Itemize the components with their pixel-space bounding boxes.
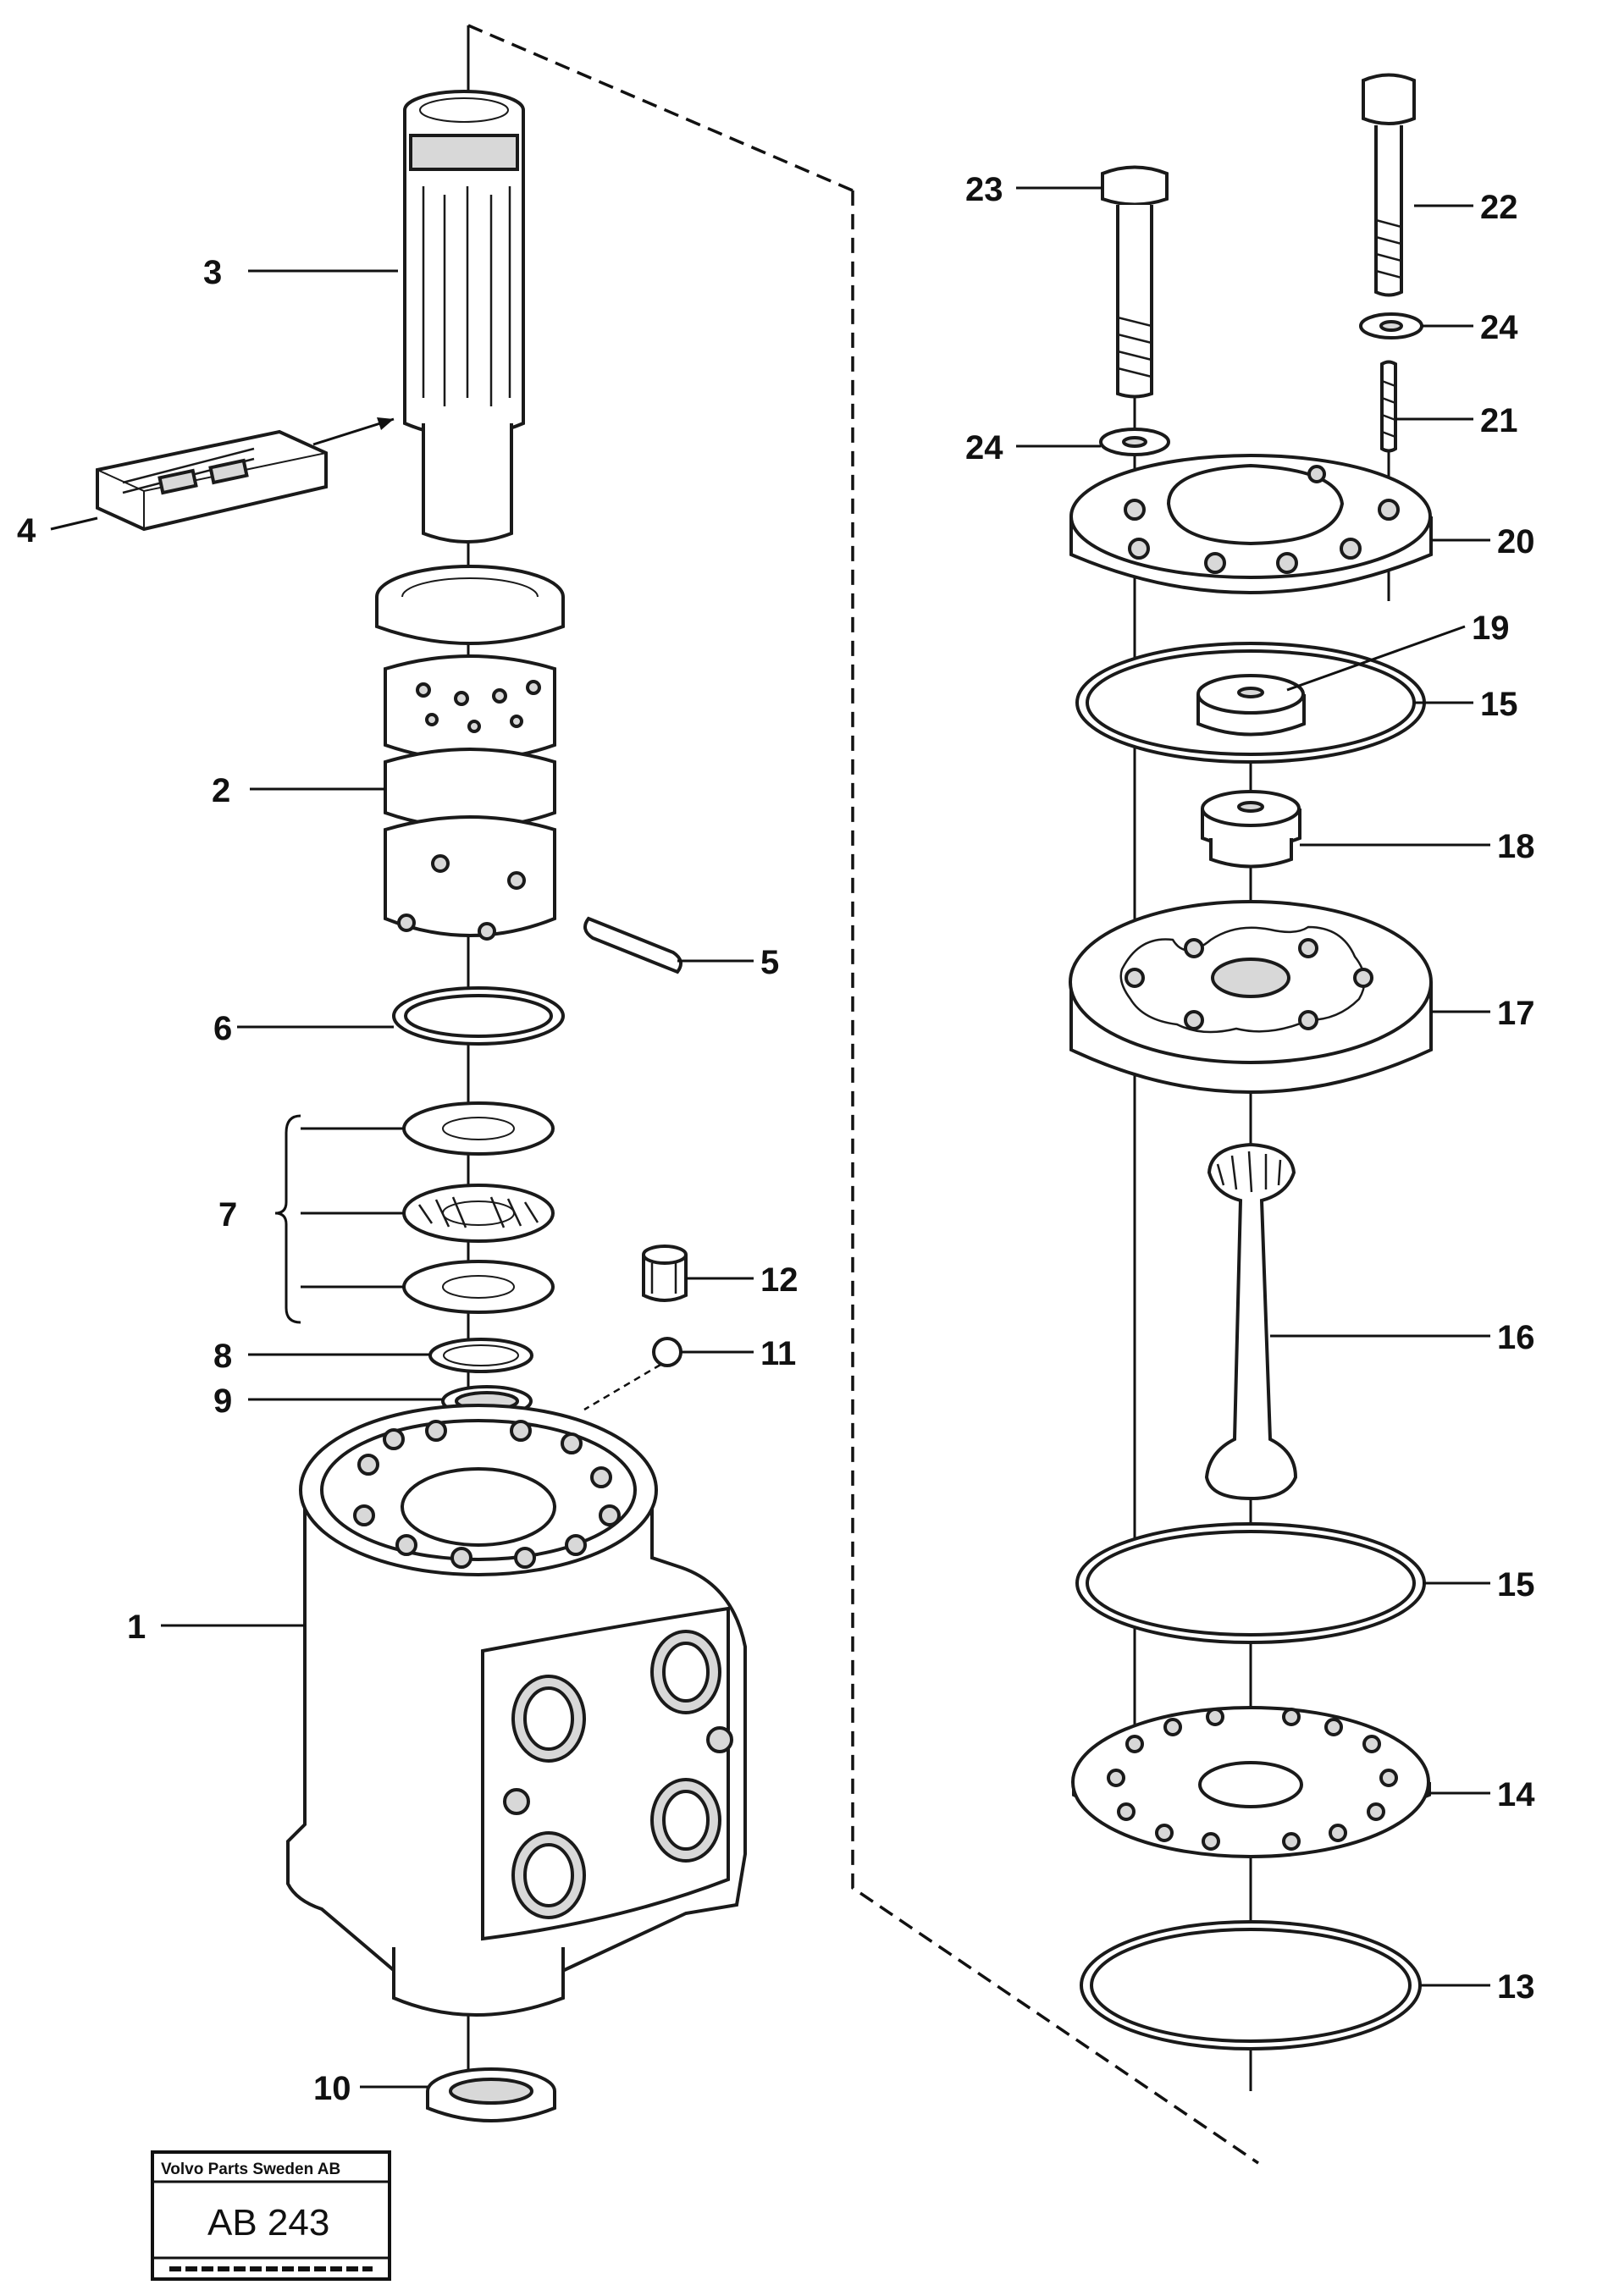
callout-19: 19: [1472, 610, 1510, 647]
part-18-bushing: [1201, 790, 1301, 869]
callout-1: 1: [127, 1609, 146, 1646]
callout-4: 4: [17, 512, 36, 549]
callout-11: 11: [760, 1335, 796, 1372]
part-3-spool: [403, 90, 525, 544]
assembly-dashed-line: [467, 24, 1259, 2165]
leader-lines: [50, 186, 1490, 2089]
part-21-stud: [1380, 360, 1397, 453]
part-8-ring: [428, 1338, 533, 1373]
callout-14: 14: [1497, 1776, 1535, 1813]
callout-15-lower: 15: [1497, 1566, 1535, 1603]
part-4-spring-pack: [96, 417, 395, 532]
callout-12: 12: [760, 1261, 798, 1299]
part-12-plug: [642, 1245, 688, 1302]
stamp-code: AB 243: [207, 2202, 329, 2244]
callout-6: 6: [213, 1010, 232, 1047]
callout-7: 7: [218, 1196, 237, 1234]
part-6-ring: [392, 986, 565, 1046]
part-15-oring-lower: [1075, 1522, 1426, 1644]
callout-13: 13: [1497, 1968, 1535, 2006]
callout-17: 17: [1497, 995, 1535, 1032]
part-1-body: [286, 1404, 747, 2017]
callout-8: 8: [213, 1338, 232, 1375]
part-23-bolt: [1101, 165, 1169, 399]
callout-16: 16: [1497, 1319, 1535, 1356]
part-24-washer-left: [1099, 428, 1170, 456]
part-2-sleeve: [375, 565, 565, 941]
callout-2: 2: [212, 772, 230, 809]
part-10-seal: [426, 2067, 556, 2122]
part-16-cardan-shaft: [1204, 1142, 1298, 1501]
callout-15-upper: 15: [1480, 686, 1518, 723]
part-20-end-cover: [1069, 454, 1433, 594]
callout-24-left: 24: [965, 429, 1003, 466]
part-5-pin: [583, 916, 682, 974]
stamp-header: Volvo Parts Sweden AB: [161, 2161, 340, 2178]
part-24-washer-right: [1359, 312, 1423, 339]
part-17-gear-ring: [1069, 900, 1433, 1094]
part-22-bolt: [1362, 73, 1416, 297]
part-19-disc: [1196, 674, 1306, 737]
callout-3: 3: [203, 254, 222, 291]
part-14-plate: [1071, 1706, 1431, 1858]
callout-5: 5: [760, 944, 779, 981]
part-11-ball: [583, 1337, 682, 1411]
callout-21: 21: [1480, 402, 1518, 439]
callout-22: 22: [1480, 189, 1518, 226]
callout-18: 18: [1497, 828, 1535, 865]
callout-20: 20: [1497, 523, 1535, 560]
part-13-oring: [1080, 1920, 1422, 2050]
callout-9: 9: [213, 1383, 232, 1420]
callout-10: 10: [313, 2070, 351, 2107]
callout-24-right: 24: [1480, 309, 1518, 346]
callout-23: 23: [965, 171, 1003, 208]
reference-stamp: Volvo Parts Sweden AB AB 243: [151, 2150, 391, 2281]
